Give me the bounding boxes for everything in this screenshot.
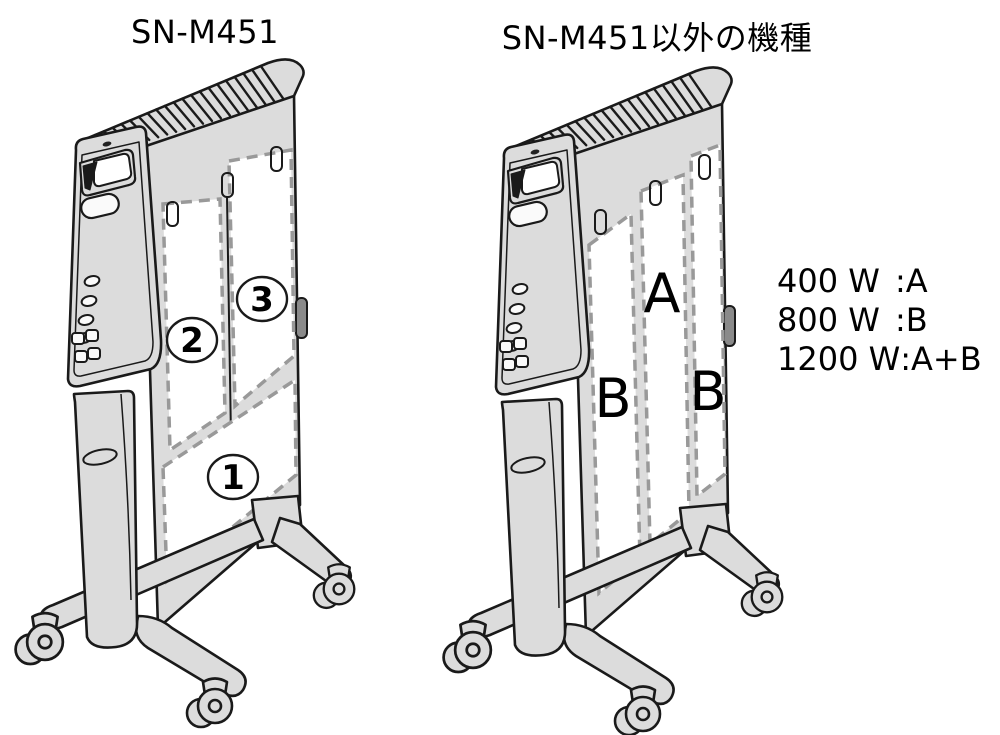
legend-power: 400 W <box>777 262 880 300</box>
power-mode-legend: 400 W :A 800 W :B 1200 W:A+B <box>777 262 982 379</box>
right-heater-title: SN-M451以外の機種 <box>501 19 813 57</box>
zone-1-label: 1 <box>221 458 245 498</box>
legend-power: 800 W <box>777 301 880 339</box>
legend-row-400w: 400 W :A <box>777 262 982 301</box>
zone-b-right-label: B <box>689 360 726 423</box>
zone-a-outline <box>639 172 691 548</box>
zone-a-label: A <box>644 262 681 325</box>
legend-row-800w: 800 W :B <box>777 301 982 340</box>
hanger-notch <box>221 172 234 198</box>
legend-mode: :A <box>895 262 928 300</box>
hanger-notch <box>649 180 662 206</box>
hanger-notch <box>166 201 179 227</box>
legend-mode: :B <box>895 301 928 339</box>
legend-row-1200w: 1200 W:A+B <box>777 340 982 379</box>
zone-b-right-outline <box>689 142 727 500</box>
hanger-notch <box>698 154 711 180</box>
zone-b-left-label: B <box>594 367 631 430</box>
legend-mode: :A+B <box>900 340 982 378</box>
heater-right-zones: B A B <box>587 142 727 597</box>
legend-power: 1200 W <box>777 340 901 378</box>
hanger-notch <box>270 146 283 172</box>
zone-2-circle <box>165 316 219 364</box>
heater-left-zones: 2 3 1 <box>161 146 298 585</box>
hanger-notch <box>594 209 607 235</box>
left-heater-title: SN-M451 <box>131 13 279 51</box>
zone-2-label: 2 <box>180 321 204 361</box>
zone-1-circle <box>206 453 260 501</box>
zone-3-label: 3 <box>250 280 274 320</box>
zone-3-circle <box>235 275 289 323</box>
